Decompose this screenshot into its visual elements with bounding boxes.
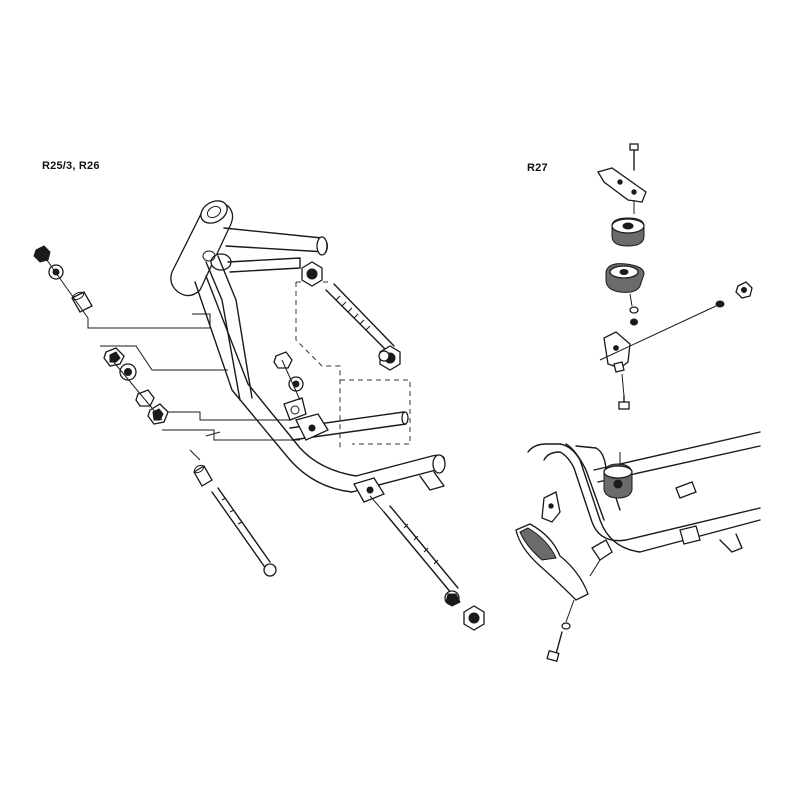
rubber-bushing-upper — [611, 217, 645, 247]
long-bolt-lower-right — [369, 495, 485, 631]
steering-head-tube — [170, 200, 234, 297]
mounting-bracket-lower — [603, 331, 631, 373]
long-bolt-lower-left — [189, 449, 277, 577]
nut — [33, 245, 51, 263]
frame-top-tube — [223, 227, 329, 256]
frame-down-tube-front — [194, 281, 353, 493]
nut-stud-top — [301, 261, 323, 287]
model-label-r27: R27 — [527, 162, 548, 174]
frame-down-tube-rear — [205, 275, 357, 477]
engine-mount-bracket-upper — [283, 397, 307, 421]
through-bolt-diagonal — [599, 281, 753, 361]
bolt-bottom — [618, 395, 630, 410]
engine-mount-bracket-front — [295, 413, 329, 441]
bolt-spacer — [193, 464, 213, 487]
fastener-stack-center — [273, 351, 304, 401]
r27-bracket-small — [589, 539, 613, 577]
spacer-sleeve — [71, 291, 93, 313]
r27-exploded-stack — [597, 143, 753, 410]
rubber-bushing-lower — [605, 263, 645, 293]
frame-assembly-left — [170, 200, 446, 503]
mounting-plate-top — [597, 167, 647, 203]
leader-lines-left — [87, 313, 300, 441]
bolt-top — [629, 143, 639, 171]
mounting-stud-upper — [301, 261, 401, 371]
engine-mount-bracket-lower — [353, 477, 385, 503]
nut-stud-bottom — [378, 345, 401, 371]
r27-frame-section — [515, 431, 761, 662]
r27-guard-plate — [515, 523, 589, 601]
engine-outline-dashed — [295, 281, 411, 450]
washer-stack-small — [629, 306, 639, 326]
model-label-r25-r26: R25/3, R26 — [42, 160, 100, 172]
r27-plate-bolt — [546, 599, 575, 662]
fastener-stack-left-top — [33, 245, 93, 319]
fastener-stack-left-mid — [103, 347, 169, 425]
r27-rubber-mount — [603, 463, 633, 499]
